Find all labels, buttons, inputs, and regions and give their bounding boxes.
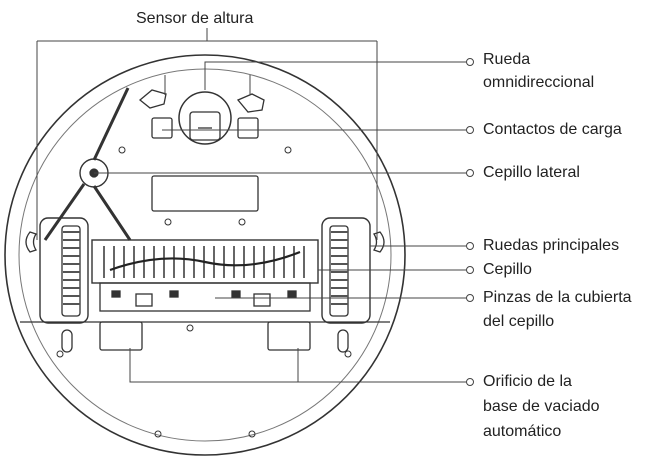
left-main-wheel [39, 217, 89, 324]
label-rueda-omni-line2: omnidireccional [483, 74, 595, 91]
screws [56, 146, 352, 438]
label-cepillo-lateral: Cepillo lateral [483, 164, 580, 181]
main-brush [91, 239, 319, 284]
leader-lines [36, 28, 466, 383]
leader-endpoints [466, 58, 474, 386]
label-plate [151, 175, 259, 212]
label-rueda-omni-line1: Rueda [483, 51, 531, 68]
label-contactos-carga: Contactos de carga [483, 121, 622, 138]
label-cepillo: Cepillo [483, 261, 532, 278]
label-pinzas-line1: Pinzas de la cubierta [483, 289, 632, 306]
charging-contacts [151, 117, 259, 139]
height-sensors [138, 89, 265, 113]
label-pinzas-line2: del cepillo [483, 313, 555, 330]
label-orificio-line1: Orificio de la [483, 373, 572, 390]
side-cliff-sensors [25, 231, 385, 253]
omni-wheel [178, 91, 232, 145]
label-sensor-altura: Sensor de altura [136, 10, 254, 27]
label-ruedas-principales: Ruedas principales [483, 237, 620, 254]
rear-slots [61, 329, 349, 353]
label-orificio-line2: base de vaciado [483, 398, 600, 415]
auto-empty-ports [99, 321, 311, 351]
brush-cover-clips [99, 282, 311, 312]
label-orificio-line3: automático [483, 423, 562, 440]
